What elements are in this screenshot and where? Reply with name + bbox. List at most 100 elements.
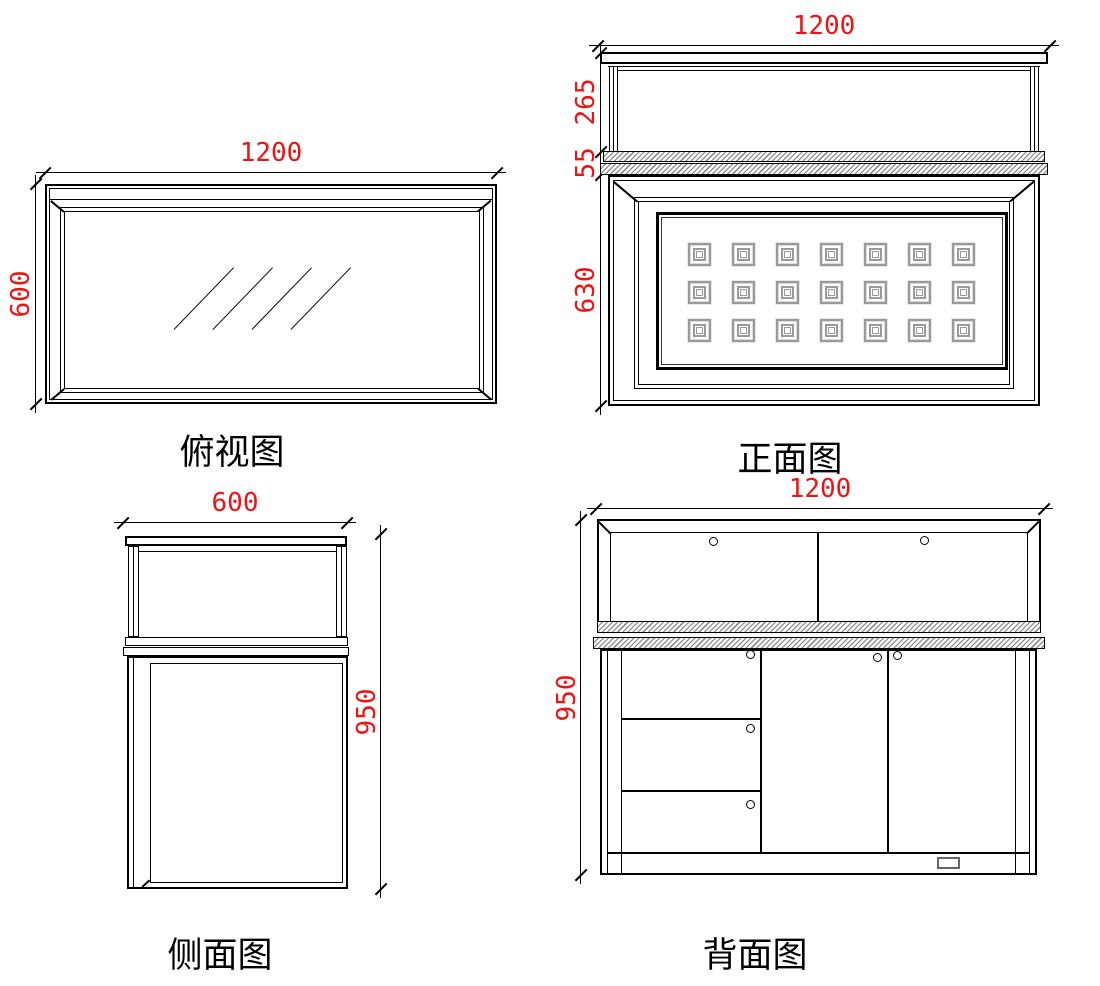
ornament-square (820, 243, 843, 266)
dimension-line (587, 508, 1053, 510)
dimension-line (36, 172, 506, 174)
ornament-square (908, 243, 931, 266)
ornament-square (732, 243, 755, 266)
dimension-value: 265 (571, 78, 601, 126)
ornament-square (776, 281, 799, 304)
drawer-knob (746, 800, 755, 809)
body-right-frame-line (1015, 651, 1016, 873)
ornament-square (776, 319, 799, 342)
ornament-square-center (916, 289, 923, 296)
counter-band-upper (125, 637, 348, 646)
body-left-frame-line (607, 651, 608, 873)
ornament-square (820, 319, 843, 342)
ornament-square (820, 281, 843, 304)
glass-post-right-line (1034, 66, 1035, 152)
ornament-square-middle (913, 286, 926, 299)
ornament-square (952, 281, 975, 304)
ornament-square-middle (781, 286, 794, 299)
top-view-label: 俯视图 (179, 433, 285, 472)
ornament-square-center (960, 251, 967, 258)
ornament-square-middle (825, 286, 838, 299)
sliding-door-knob (709, 537, 718, 546)
cabinet-body-outline (608, 175, 1040, 406)
dimension-value: 600 (6, 270, 36, 318)
dimension-line (580, 511, 582, 884)
ornament-square (952, 243, 975, 266)
ornament-panel (656, 212, 1008, 370)
ornament-square-center (828, 289, 835, 296)
ornament-square (908, 319, 931, 342)
ornament-square-middle (825, 248, 838, 261)
ornament-square-middle (737, 286, 750, 299)
dimension-value: 950 (352, 688, 382, 736)
ornament-square-center (828, 327, 835, 334)
drawer-divider (622, 790, 760, 792)
ornament-square-middle (781, 248, 794, 261)
counter-band-lower (600, 163, 1048, 175)
body-frame-inner (638, 201, 1010, 385)
glass-top-line (618, 70, 1030, 71)
dimension-line (600, 44, 602, 415)
body-right-frame-line (1029, 651, 1030, 873)
plinth-rail-line (608, 852, 1029, 854)
ornament-square (952, 319, 975, 342)
door-knob (893, 651, 902, 660)
ornament-square-center (740, 327, 747, 334)
ornament-square-center (740, 289, 747, 296)
display-case-inner-outline (610, 532, 1028, 624)
drawer-column-divider (760, 651, 762, 852)
ornament-square (908, 281, 931, 304)
ornament-square-middle (737, 324, 750, 337)
counter-band-lower (593, 637, 1045, 649)
drawer-knob (746, 724, 755, 733)
body-left-frame-line (621, 651, 622, 873)
ornament-square-middle (913, 324, 926, 337)
ornament-square (732, 319, 755, 342)
countertop-inner-outline (49, 188, 493, 400)
ornament-square (776, 243, 799, 266)
ornament-square-middle (869, 286, 882, 299)
plinth-vent (937, 857, 960, 869)
ornament-square-middle (957, 286, 970, 299)
ornament-square (688, 243, 711, 266)
ornament-square-middle (869, 248, 882, 261)
cabinet-body-outline (127, 656, 348, 889)
dimension-value: 55 (571, 147, 601, 179)
countertop-outer-outline (45, 184, 497, 404)
dimension-line (589, 45, 1059, 47)
ornament-square-middle (781, 324, 794, 337)
dimension-value: 950 (552, 674, 582, 722)
ornament-square-middle (913, 248, 926, 261)
ornament-square-middle (693, 324, 706, 337)
display-lid (125, 536, 347, 546)
dimension-line (380, 525, 382, 898)
front-view-label: 正面图 (737, 440, 843, 479)
countertop-back-rail-line (50, 199, 493, 200)
dimension-line (35, 175, 37, 413)
drawer-knob (746, 650, 755, 659)
side-panel (150, 663, 343, 883)
ornament-square (864, 281, 887, 304)
ornament-square-center (828, 251, 835, 258)
sliding-door-divider (817, 532, 819, 624)
glass-post-left-line (613, 66, 614, 152)
ornament-square (864, 319, 887, 342)
ornament-square-center (696, 289, 703, 296)
dimension-value: 1200 (239, 138, 303, 168)
ornament-square-center (916, 327, 923, 334)
ornament-square-center (784, 327, 791, 334)
dimension-line (114, 522, 356, 524)
ornament-square-center (872, 251, 879, 258)
ornament-square-middle (957, 248, 970, 261)
drawer-divider (622, 718, 760, 720)
dimension-value: 1200 (788, 474, 852, 504)
ornament-square-center (872, 289, 879, 296)
ornament-square (732, 281, 755, 304)
ornament-square (688, 319, 711, 342)
cabinet-body-outline (600, 649, 1037, 875)
glass-post-front-line (341, 546, 342, 637)
ornament-square-middle (693, 248, 706, 261)
ornament-square-center (696, 251, 703, 258)
dimension-value: 630 (571, 266, 601, 314)
